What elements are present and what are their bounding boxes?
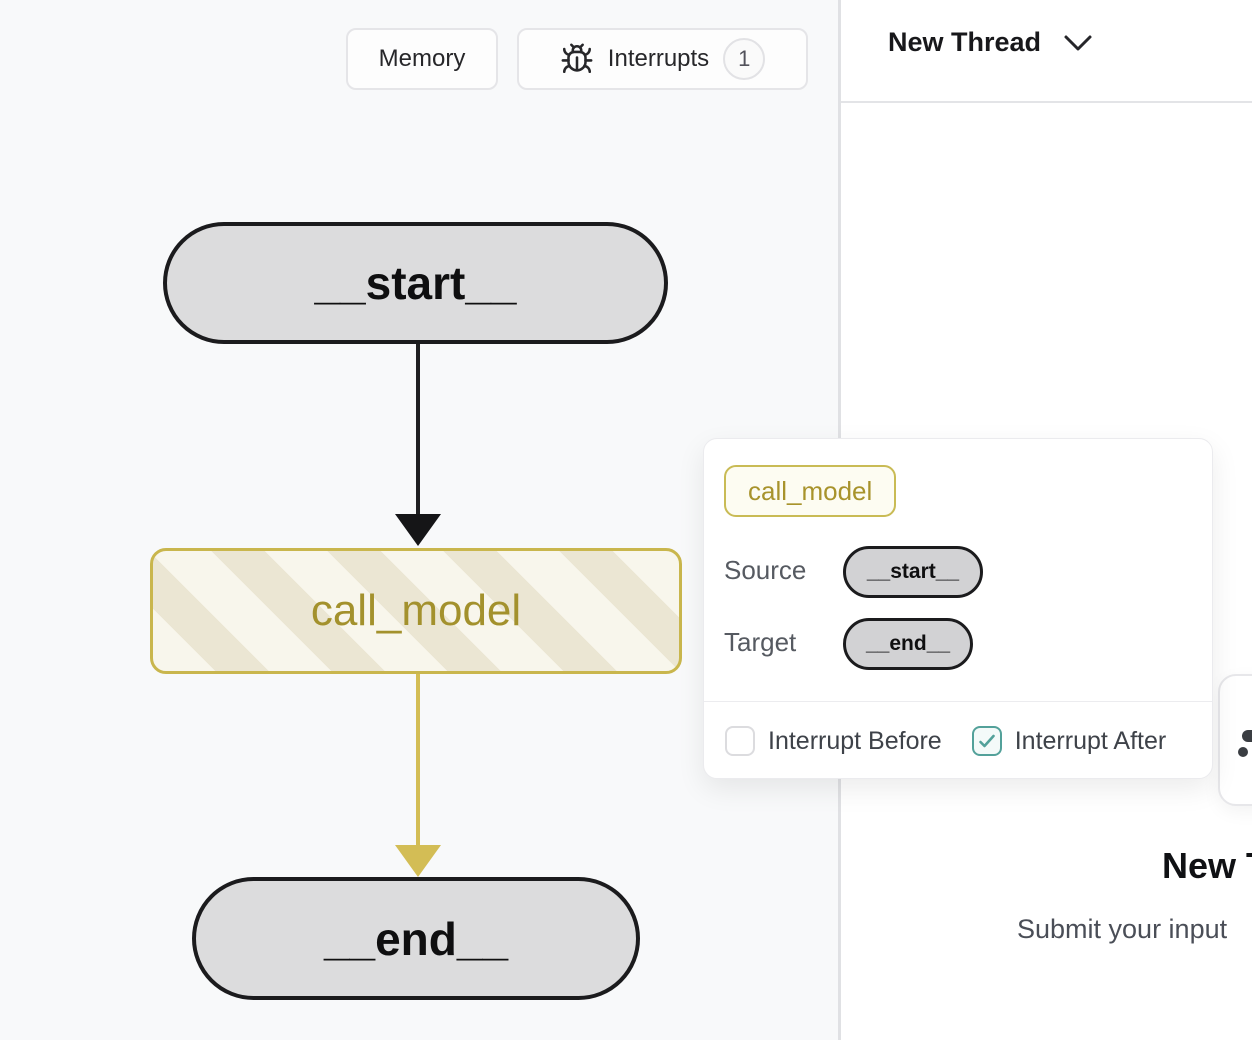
interrupt-options-row: Interrupt Before Interrupt After xyxy=(704,702,1212,780)
bug-icon xyxy=(560,42,594,76)
source-value: __start__ xyxy=(866,560,960,583)
target-label: Target xyxy=(724,627,797,657)
node-details-popover: call_model Source __start__ Target __end… xyxy=(703,438,1213,779)
thread-action-card[interactable] xyxy=(1218,674,1252,806)
thread-empty-subtitle: Submit your input xyxy=(1017,914,1228,944)
popover-divider xyxy=(704,701,1212,702)
source-label: Source xyxy=(724,555,807,585)
graph-node-start[interactable]: __start__ xyxy=(163,222,668,344)
header-divider xyxy=(841,101,1252,103)
graph-canvas[interactable]: Memory Interrupts 1 __start__ c xyxy=(0,0,838,1040)
thread-empty-title: New Thread xyxy=(1162,845,1252,886)
graph-node-call-model[interactable]: call_model xyxy=(150,548,682,674)
target-value-pill: __end__ xyxy=(843,618,974,670)
popover-node-badge-label: call_model xyxy=(748,475,873,506)
popover-node-badge: call_model xyxy=(724,465,897,517)
edge-callmodel-to-end-arrowhead-icon xyxy=(395,845,441,877)
thread-selector-label: New Thread xyxy=(888,27,1042,57)
interrupt-before-label: Interrupt Before xyxy=(768,726,942,755)
interrupt-after-checkbox[interactable] xyxy=(971,726,1002,756)
graph-node-call-model-label: call_model xyxy=(310,586,522,635)
graph-node-start-label: __start__ xyxy=(314,257,517,309)
thread-selector[interactable]: New Thread xyxy=(888,27,1093,58)
graph-node-end-label: __end__ xyxy=(323,912,509,965)
graph-node-end[interactable]: __end__ xyxy=(192,877,640,1000)
edge-callmodel-to-end[interactable] xyxy=(416,672,420,846)
chevron-down-icon xyxy=(1063,34,1093,52)
interrupts-count-badge: 1 xyxy=(723,38,766,80)
interrupts-button-label: Interrupts xyxy=(607,45,710,72)
source-value-pill: __start__ xyxy=(843,546,983,598)
edge-start-to-callmodel-arrowhead-icon xyxy=(395,514,441,546)
memory-button-label: Memory xyxy=(378,45,466,72)
target-value: __end__ xyxy=(866,632,951,655)
interrupt-after-label: Interrupt After xyxy=(1014,726,1167,755)
fork-icon xyxy=(1234,726,1252,766)
interrupts-button[interactable]: Interrupts 1 xyxy=(517,28,808,90)
memory-button[interactable]: Memory xyxy=(346,28,498,90)
edge-start-to-callmodel[interactable] xyxy=(416,344,420,514)
interrupt-before-checkbox[interactable] xyxy=(725,726,755,756)
